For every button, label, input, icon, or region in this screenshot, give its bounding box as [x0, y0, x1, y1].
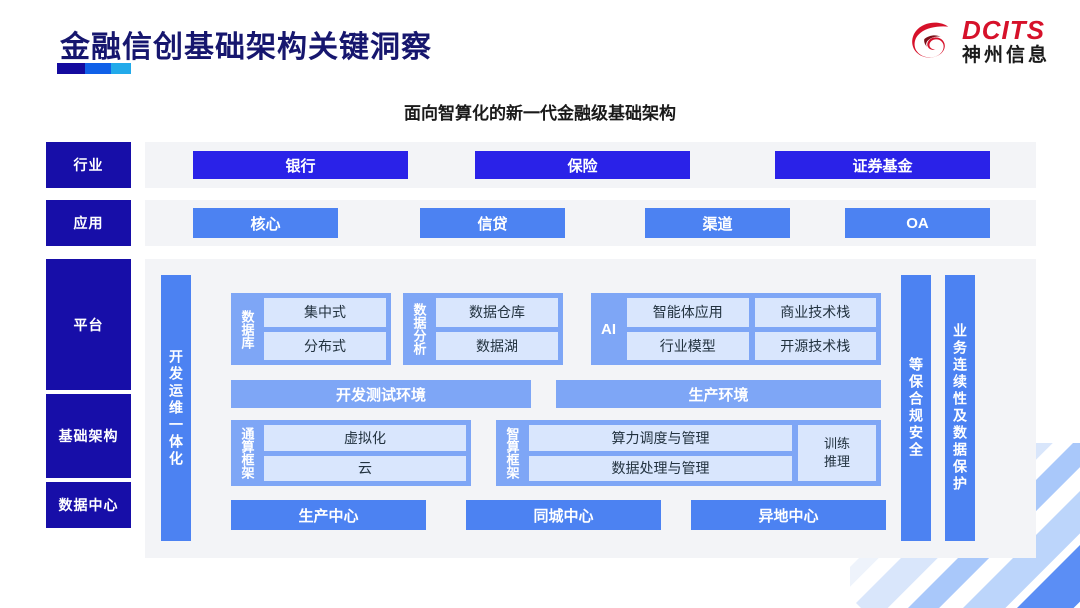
- group-smart-compute-framework: 智算框架 算力调度与管理 数据处理与管理 训练 推理: [496, 420, 881, 486]
- title-accent-bar: [57, 63, 131, 74]
- cell-virtualization[interactable]: 虚拟化: [264, 425, 466, 451]
- group-label-ai: AI: [601, 320, 616, 338]
- center-production[interactable]: 生产中心: [231, 500, 426, 530]
- cell-data-warehouse[interactable]: 数据仓库: [436, 298, 558, 327]
- group-data-analysis: 数据分析 数据仓库 数据湖: [403, 293, 563, 365]
- cell-opensource-stack[interactable]: 开源技术栈: [754, 331, 876, 360]
- row-label-application: 应用: [46, 200, 131, 246]
- row-label-industry: 行业: [46, 142, 131, 188]
- app-chip-oa[interactable]: OA: [845, 208, 990, 238]
- cell-cloud[interactable]: 云: [264, 455, 466, 481]
- group-label-data-analysis: 数据分析: [411, 303, 427, 355]
- industry-chip-bank[interactable]: 银行: [193, 151, 408, 179]
- dcits-swirl-logo-icon: [912, 22, 949, 58]
- cell-train-inference[interactable]: 训练 推理: [798, 425, 876, 481]
- vertical-bar-devops: 开发运维一体化: [161, 275, 191, 541]
- app-chip-core[interactable]: 核心: [193, 208, 338, 238]
- logo-text-cn: 神州信息: [961, 45, 1050, 66]
- inference-label: 推理: [823, 454, 850, 469]
- vertical-bar-security-compliance: 等保合规安全: [901, 275, 931, 541]
- row-label-infrastructure: 基础架构: [46, 394, 131, 478]
- train-label: 训练: [823, 436, 850, 452]
- application-panel: 核心 信贷 渠道 OA: [145, 200, 1036, 246]
- cell-industry-model[interactable]: 行业模型: [627, 331, 749, 360]
- cell-data-processing[interactable]: 数据处理与管理: [529, 455, 792, 481]
- center-metro[interactable]: 同城中心: [466, 500, 661, 530]
- architecture-diagram: 行业 应用 平台 基础架构 数据中心 银行 保险 证券基金 核心 信贷 渠道 O…: [46, 142, 1036, 568]
- cell-compute-scheduling[interactable]: 算力调度与管理: [529, 425, 792, 451]
- group-ai: AI 智能体应用 商业技术栈 行业模型 开源技术栈: [591, 293, 881, 365]
- group-database: 数据库 集中式 分布式: [231, 293, 391, 365]
- vertical-bar-business-continuity: 业务连续性及数据保护: [945, 275, 975, 541]
- row-label-platform: 平台: [46, 259, 131, 390]
- group-label-general-framework: 通算框架: [239, 427, 255, 479]
- cell-data-lake[interactable]: 数据湖: [436, 331, 558, 360]
- group-general-compute-framework: 通算框架 虚拟化 云: [231, 420, 471, 486]
- group-label-smart-framework: 智算框架: [504, 427, 520, 479]
- cell-centralized[interactable]: 集中式: [264, 298, 386, 327]
- cell-agent-application[interactable]: 智能体应用: [627, 298, 749, 327]
- center-remote[interactable]: 异地中心: [691, 500, 886, 530]
- page-title: 金融信创基础架构关键洞察: [60, 31, 432, 64]
- cell-distributed[interactable]: 分布式: [264, 331, 386, 360]
- app-chip-channel[interactable]: 渠道: [645, 208, 790, 238]
- industry-chip-securities-fund[interactable]: 证券基金: [775, 151, 990, 179]
- row-label-datacenter: 数据中心: [46, 482, 131, 528]
- industry-panel: 银行 保险 证券基金: [145, 142, 1036, 188]
- logo-text-en: DCITS: [961, 15, 1045, 45]
- app-chip-credit[interactable]: 信贷: [420, 208, 565, 238]
- cell-commercial-stack[interactable]: 商业技术栈: [754, 298, 876, 327]
- group-label-database: 数据库: [239, 309, 255, 349]
- env-bar-dev-test[interactable]: 开发测试环境: [231, 380, 531, 408]
- subtitle: 面向智算化的新一代金融级基础架构: [404, 104, 676, 123]
- brand-logo: DCITS 神州信息: [907, 17, 1050, 65]
- industry-chip-insurance[interactable]: 保险: [475, 151, 690, 179]
- env-bar-production[interactable]: 生产环境: [556, 380, 881, 408]
